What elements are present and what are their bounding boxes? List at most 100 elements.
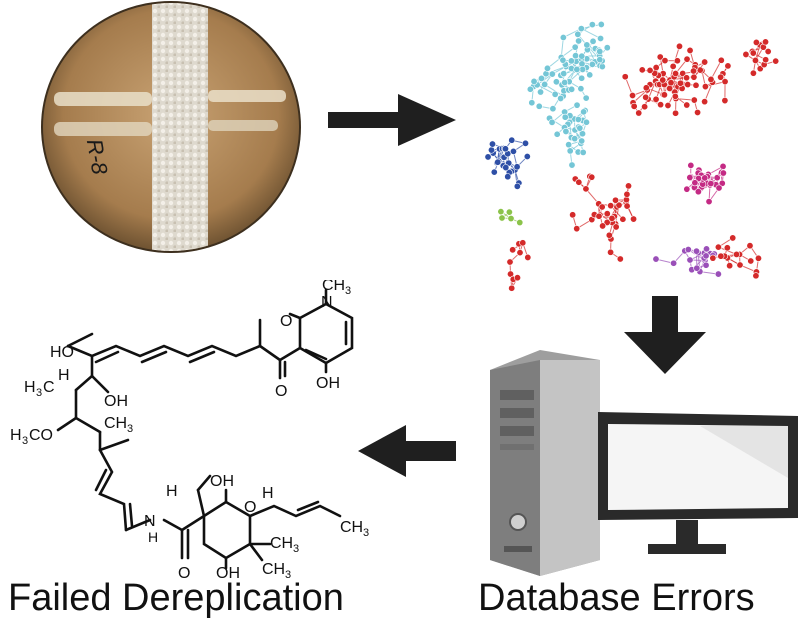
- network-cluster-cyan-node: [588, 60, 596, 68]
- label-methoxy-co: CO: [29, 427, 53, 444]
- network-cluster-red-node: [724, 62, 732, 70]
- network-cluster-red-node: [684, 81, 692, 89]
- computer-illustration: [480, 350, 800, 580]
- network-cluster-cyan-node: [526, 85, 534, 93]
- network-cluster-red-tail: [742, 38, 780, 77]
- network-cluster-purple-node: [702, 261, 710, 269]
- network-cluster-blue-node: [502, 164, 510, 172]
- network-cluster-red-node: [659, 76, 667, 84]
- network-cluster-magenta: [683, 161, 727, 206]
- network-cluster-red-node: [673, 57, 681, 65]
- network-cluster-cyan-node: [530, 77, 538, 85]
- network-cluster-red-node: [683, 55, 691, 63]
- network-cluster-blue-node: [504, 173, 512, 181]
- network-cluster-red-lower-node: [623, 202, 631, 210]
- network-cluster-red-node: [721, 78, 729, 86]
- network-cluster-red-left-node: [524, 253, 532, 261]
- label-methoxy-h3: H: [10, 427, 22, 444]
- network-cluster-red-lower-node: [582, 185, 590, 193]
- network-cluster-cyan-edge: [581, 28, 601, 39]
- network-cluster-red-node: [664, 101, 672, 109]
- label-gem-methyl-2: CH: [262, 561, 285, 578]
- network-cluster-cyan-lower-node: [566, 147, 574, 155]
- network-cluster-blue-node: [488, 146, 496, 154]
- network-cluster-red-lower-node: [588, 173, 596, 181]
- network-cluster-red-right-node: [726, 262, 734, 270]
- network-cluster-cyan-lower-node: [561, 113, 569, 121]
- network-cluster-red-node: [690, 96, 698, 104]
- label-n-methyl: CH: [322, 280, 345, 294]
- network-cluster-cyan-lower-node: [548, 118, 556, 126]
- label-stereo-h: H: [58, 367, 70, 384]
- network-cluster-green-node: [505, 208, 513, 216]
- network-cluster-magenta-node: [719, 162, 727, 170]
- network-cluster-cyan-lower-node: [579, 148, 587, 156]
- network-cluster-red-right-node: [733, 250, 741, 258]
- arrow-left-icon: [358, 423, 458, 479]
- label-gem-methyl-2-sub: 3: [285, 569, 291, 580]
- network-cluster-cyan-node: [560, 70, 568, 78]
- network-cluster-cyan-lower-node: [568, 161, 576, 169]
- network-cluster-blue-node: [488, 140, 496, 148]
- network-cluster-red-node: [641, 103, 649, 111]
- network-cluster-red: [621, 42, 732, 117]
- label-n-methyl-sub: 3: [345, 285, 351, 297]
- network-cluster-red-node: [701, 98, 709, 106]
- network-cluster-cyan-node: [548, 70, 556, 78]
- network-cluster-red-node: [694, 108, 702, 116]
- network-cluster-blue-node: [508, 136, 516, 144]
- network-cluster-magenta-node: [718, 179, 726, 187]
- network-cluster-red-lower-node: [599, 222, 607, 230]
- network-cluster-purple-node: [686, 256, 694, 264]
- network-cluster-green-node: [507, 215, 515, 223]
- network-cluster-red-right-node: [736, 261, 744, 269]
- label-ho-top: HO: [50, 344, 74, 361]
- label-ring-carbonyl: O: [280, 313, 292, 330]
- network-cluster-red-node: [642, 93, 650, 101]
- network-cluster-red-node: [671, 92, 679, 100]
- network-cluster-red-lower-node: [595, 212, 603, 220]
- network-cluster-red-node: [630, 102, 638, 110]
- label-ring-hydroxyl: OH: [316, 375, 340, 392]
- network-cluster-red-tail-node: [764, 48, 772, 56]
- network-cluster-magenta-node: [686, 174, 694, 182]
- network-cluster-red-right-node: [747, 257, 755, 265]
- network-cluster-magenta-node: [687, 161, 695, 169]
- network-cluster-cyan-node: [568, 85, 576, 93]
- network-cluster-cyan-node: [586, 71, 594, 79]
- network-cluster-cyan-node: [543, 64, 551, 72]
- label-amide-h: H: [148, 529, 158, 545]
- network-cluster-red-lower-node: [616, 255, 624, 263]
- network-cluster-magenta-node: [694, 188, 702, 196]
- network-cluster-red-lower-node: [607, 202, 615, 210]
- plate-handwriting: R-8: [82, 137, 113, 177]
- network-cluster-red-left-node: [513, 274, 521, 282]
- network-cluster-red-lower: [569, 172, 638, 263]
- network-cluster-cyan-lower-node: [582, 118, 590, 126]
- label-methyl-mid-sub: 3: [127, 423, 133, 435]
- network-cluster-cyan-node: [559, 33, 567, 41]
- network-cluster-red-left: [506, 239, 532, 292]
- label-h3c-methyl: H: [24, 379, 36, 396]
- network-cluster-red-node: [717, 73, 725, 81]
- network-cluster-green-node: [497, 208, 505, 216]
- network-cluster-magenta-node: [705, 198, 713, 206]
- network-cluster-cyan-node: [603, 44, 611, 52]
- network-cluster-purple-node: [693, 264, 701, 272]
- network-cluster-red-node: [672, 109, 680, 117]
- network-cluster-red-node: [656, 53, 664, 61]
- network-cluster-red-node: [690, 67, 698, 75]
- network-cluster-red-node: [690, 73, 698, 81]
- network-cluster-red-node: [635, 109, 643, 117]
- network-cluster-green-node: [516, 219, 524, 227]
- network-cluster-magenta-node: [715, 184, 723, 192]
- network-cluster-cyan-node: [597, 20, 605, 28]
- network-cluster-red-lower-node: [619, 215, 627, 223]
- network-cluster-cyan-lower-node: [578, 137, 586, 145]
- network-cluster-cyan-node: [577, 25, 585, 33]
- network-cluster-red-node: [666, 84, 674, 92]
- network-cluster-red-tail-node: [752, 38, 760, 46]
- network-cluster-cyan-lower-node: [580, 108, 588, 116]
- network-cluster-red-node: [675, 42, 683, 50]
- network-cluster-red-lower-node: [615, 201, 623, 209]
